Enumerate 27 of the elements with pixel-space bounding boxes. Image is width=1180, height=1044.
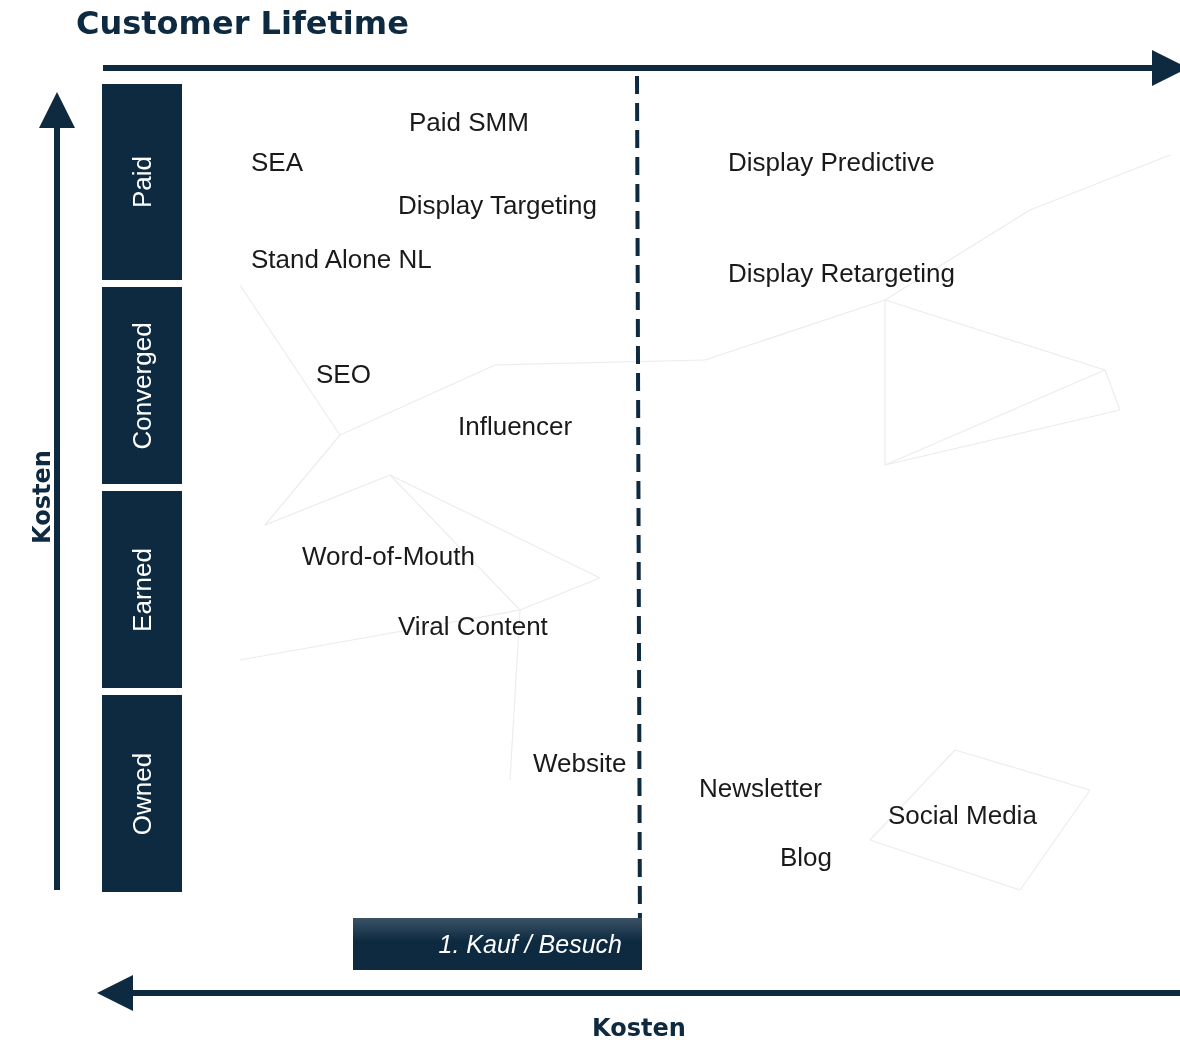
category-band bbox=[102, 491, 182, 688]
category-label: Owned bbox=[126, 752, 158, 835]
channel-label: SEO bbox=[316, 358, 371, 390]
category-label: Converged bbox=[126, 321, 158, 450]
channel-label: Word-of-Mouth bbox=[302, 540, 475, 572]
category-label: Earned bbox=[126, 547, 158, 632]
channel-label: Paid SMM bbox=[409, 106, 529, 138]
channel-label: Social Media bbox=[888, 799, 1037, 831]
channel-label: Viral Content bbox=[398, 610, 548, 642]
channel-label: Blog bbox=[780, 841, 833, 873]
channel-label: SEA bbox=[251, 146, 304, 178]
channel-label: Display Predictive bbox=[728, 146, 935, 178]
channel-label: Newsletter bbox=[699, 772, 822, 804]
category-band bbox=[102, 695, 182, 892]
milestone-label: 1. Kauf / Besuch bbox=[438, 929, 622, 959]
channel-label: Display Retargeting bbox=[728, 257, 955, 289]
category-label: Paid bbox=[126, 156, 158, 208]
channel-label: Stand Alone NL bbox=[251, 243, 432, 275]
channel-label: Influencer bbox=[458, 410, 573, 442]
category-band bbox=[102, 287, 182, 484]
axis-label: Kosten bbox=[28, 450, 56, 544]
diagram-title: Customer Lifetime bbox=[76, 4, 409, 42]
channel-label: Website bbox=[533, 747, 627, 779]
milestone-bar bbox=[353, 918, 642, 970]
category-band bbox=[102, 84, 182, 280]
axis-label: Kosten bbox=[592, 1014, 686, 1042]
channel-label: Display Targeting bbox=[398, 189, 597, 221]
